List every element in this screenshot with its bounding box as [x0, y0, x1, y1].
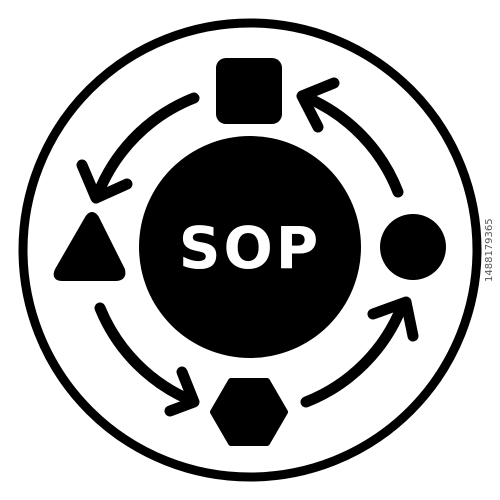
circle-shape-icon — [380, 214, 446, 280]
triangle-shape-icon — [53, 212, 126, 281]
arrow-bottom-left-icon — [94, 302, 200, 417]
outer-ring — [18, 18, 482, 482]
arrow-top-left-icon — [76, 92, 200, 204]
center-label: SOP — [179, 214, 322, 282]
square-shape-icon — [216, 58, 282, 124]
center-disc — [139, 136, 361, 358]
arrow-bottom-right-icon — [300, 296, 419, 408]
arrow-top-right-icon — [296, 77, 404, 198]
stock-id-label: 1488179365 — [484, 218, 495, 282]
hexagon-shape-icon — [210, 378, 288, 446]
